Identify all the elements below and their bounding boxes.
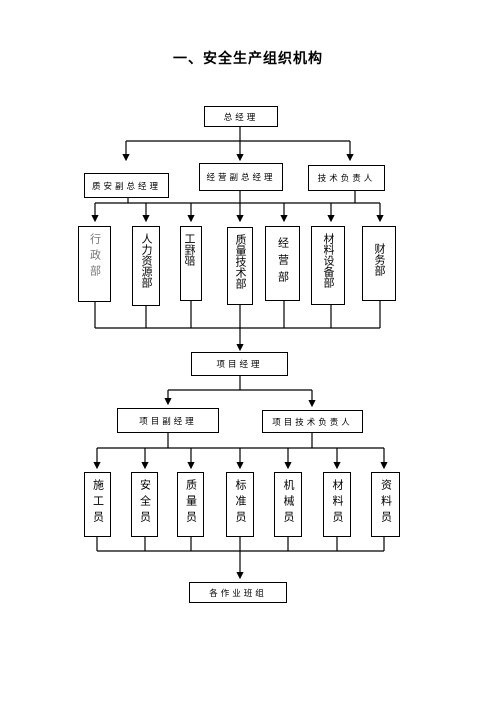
dept-finance-label: 财务部 (373, 243, 386, 276)
staff-safety-box: 安全员 (131, 472, 158, 537)
dept-quality-tech-label: 质量技术部 (234, 234, 247, 289)
dept-operations-label: 经营部 (276, 237, 290, 288)
staff-machinery-label: 机械员 (282, 479, 295, 527)
staff-construction-box: 施工员 (84, 472, 111, 537)
staff-safety-label: 安全员 (138, 479, 152, 527)
staff-records-label: 资料员 (379, 479, 393, 527)
work-teams-box: 各作业班组 (189, 582, 287, 603)
dept-admin-box: 行政部 (78, 226, 111, 302)
staff-quality-label: 质量员 (184, 479, 198, 527)
staff-machinery-box: 机械员 (274, 472, 302, 537)
dept-quality-tech-box: 质量技术部 (227, 227, 253, 305)
project-manager-box: 项目经理 (191, 352, 288, 376)
staff-quality-box: 质量员 (177, 472, 204, 537)
staff-standards-box: 标准员 (226, 472, 254, 537)
dept-operations-box: 经营部 (265, 226, 300, 301)
dept-admin-label: 行政部 (88, 233, 102, 281)
dept-materials-equipment-label: 材料设备部 (322, 233, 335, 288)
dept-materials-equipment-box: 材料设备部 (311, 226, 345, 305)
general-manager-box: 总经理 (204, 106, 278, 127)
dept-hr-label: 人力资源部 (140, 233, 153, 288)
operations-vgm-box: 经营副总经理 (199, 163, 283, 191)
staff-records-box: 资料员 (371, 472, 400, 537)
project-deputy-manager-box: 项目副经理 (117, 408, 219, 433)
page-title: 一、安全生产组织机构 (173, 51, 323, 67)
dept-engineering-box: 工程部 (180, 226, 202, 301)
quality-safety-vgm-box: 质安副总经理 (84, 173, 169, 198)
dept-hr-box: 人力资源部 (132, 226, 160, 306)
staff-materials-box: 材料员 (323, 472, 351, 537)
project-technical-lead-box: 项目技术负责人 (262, 410, 363, 433)
technical-lead-box: 技术负责人 (308, 165, 385, 191)
staff-construction-label: 施工员 (91, 479, 105, 527)
dept-finance-box: 财务部 (362, 226, 396, 301)
staff-standards-label: 标准员 (234, 479, 247, 527)
dept-engineering-label: 工程部 (184, 233, 197, 266)
staff-materials-label: 材料员 (331, 479, 344, 527)
